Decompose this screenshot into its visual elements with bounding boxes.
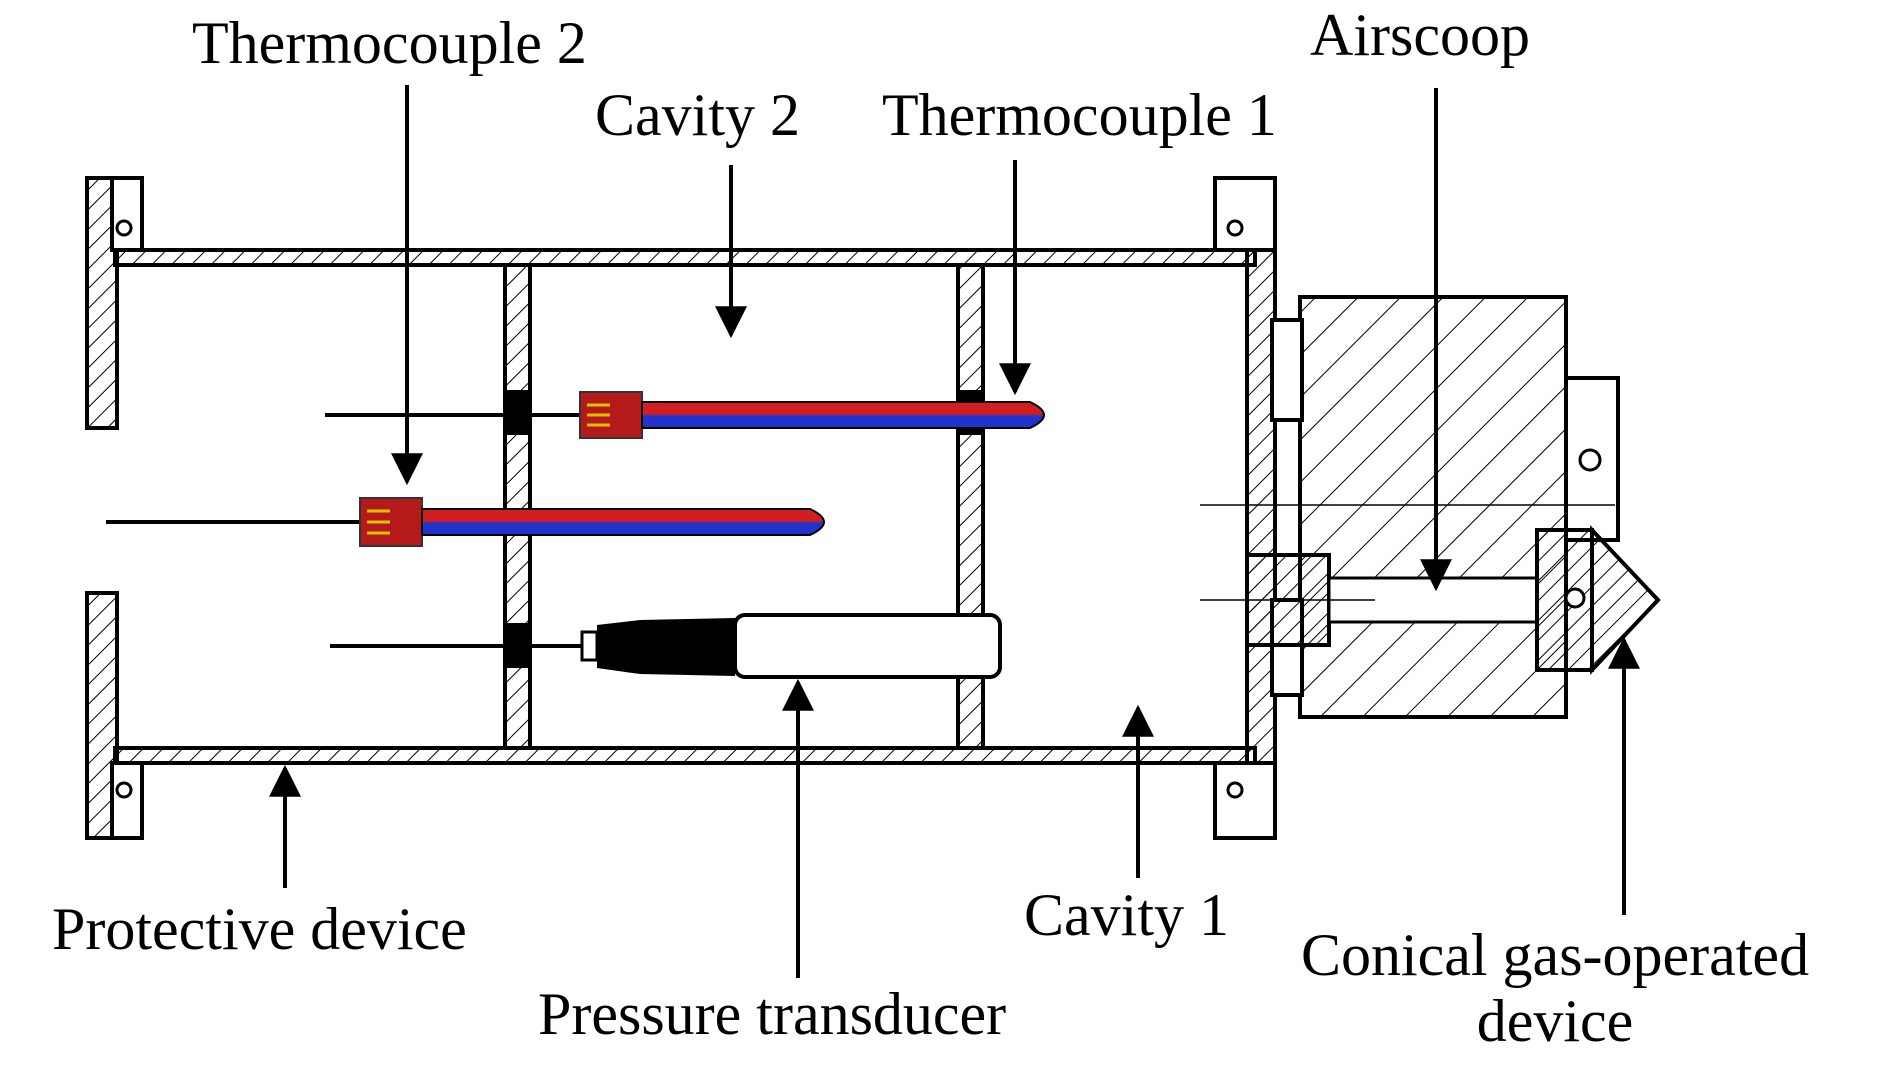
label-thermocouple-1: Thermocouple 1	[882, 82, 1277, 148]
label-thermocouple-2: Thermocouple 2	[192, 10, 587, 76]
label-conical-gas-operated-device: Conical gas-operated device	[1270, 922, 1840, 1054]
leader-arrows	[269, 85, 1640, 978]
label-airscoop: Airscoop	[1310, 2, 1530, 68]
label-conical-line-1: Conical gas-operated	[1300, 922, 1810, 988]
thermocouple-2	[106, 497, 825, 547]
label-conical-line-2: device	[1476, 988, 1634, 1054]
pressure-transducer	[330, 613, 1002, 679]
label-protective-device: Protective device	[52, 896, 467, 962]
label-cavity-2: Cavity 2	[595, 82, 800, 148]
label-cavity-1: Cavity 1	[1024, 882, 1229, 948]
thermocouple-1	[325, 391, 1045, 439]
label-pressure-transducer: Pressure transducer	[538, 981, 1007, 1047]
